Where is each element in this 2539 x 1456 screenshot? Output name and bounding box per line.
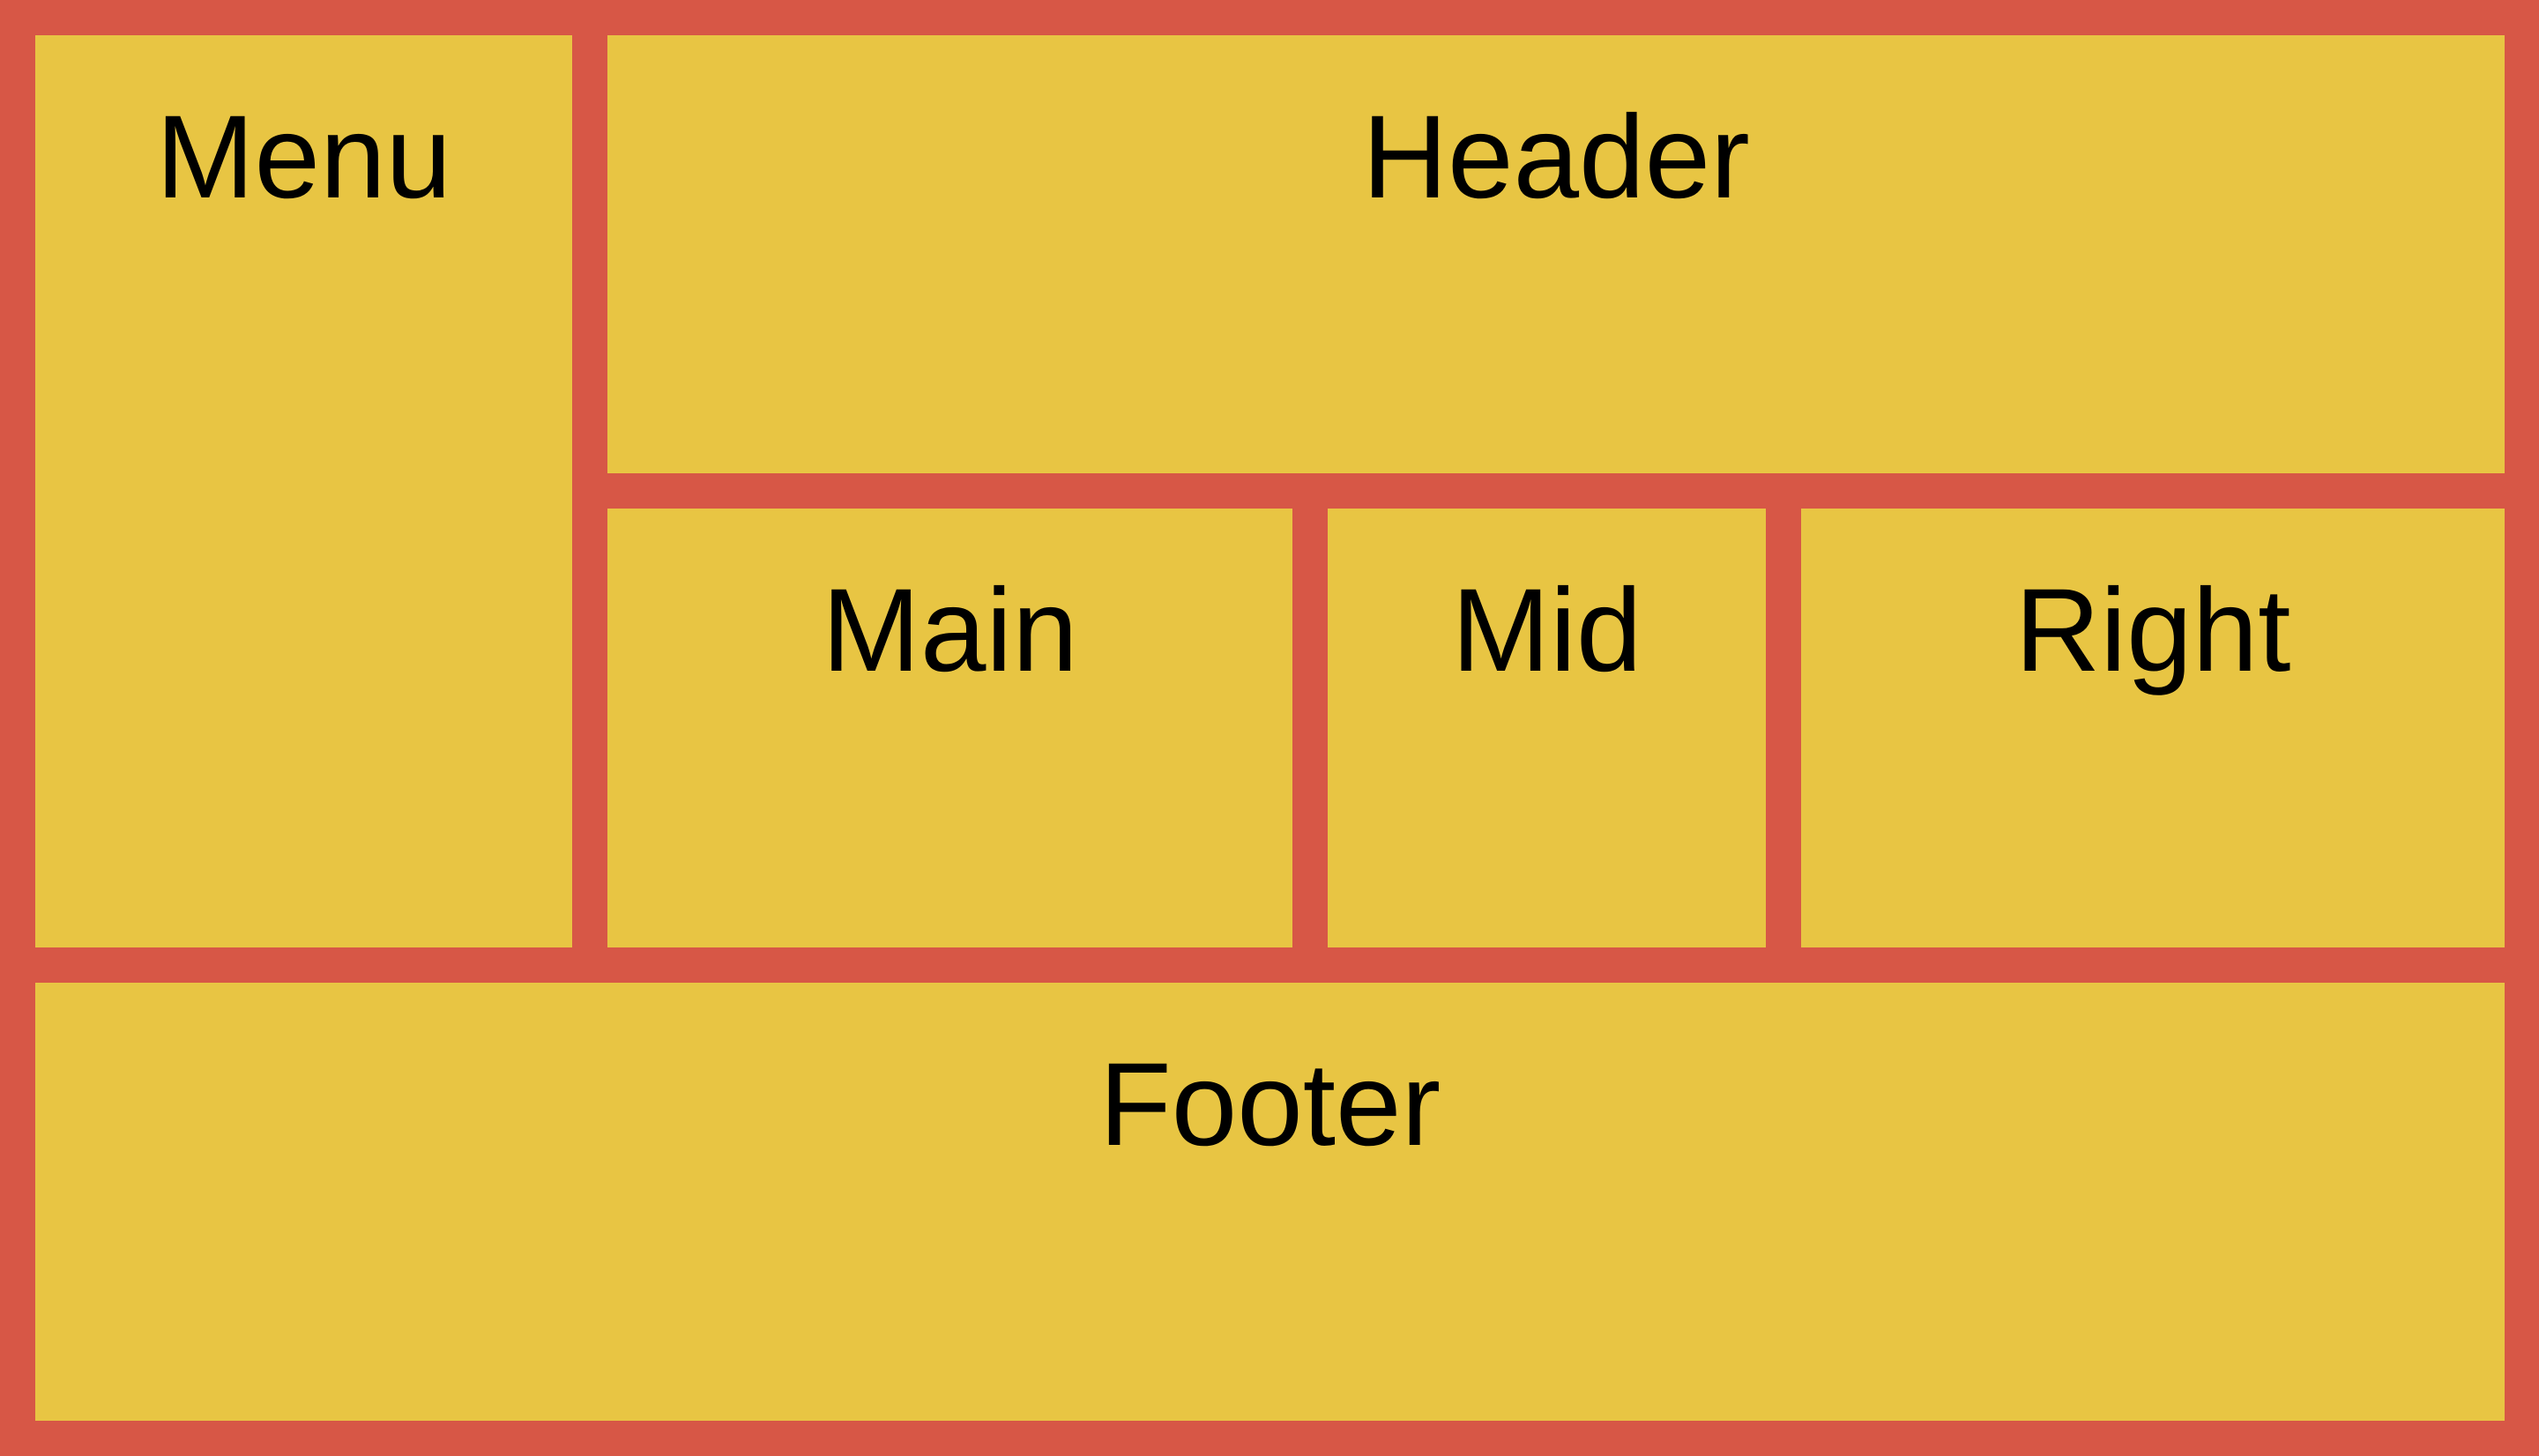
mid-panel: Mid (1328, 509, 1766, 947)
menu-panel: Menu (35, 35, 572, 947)
footer-panel: Footer (35, 983, 2505, 1421)
main-panel: Main (607, 509, 1292, 947)
main-label: Main (822, 565, 1078, 696)
mid-label: Mid (1451, 565, 1642, 696)
menu-label: Menu (155, 92, 452, 223)
footer-label: Footer (1098, 1039, 1441, 1170)
header-panel: Header (607, 35, 2505, 473)
right-label: Right (2014, 565, 2291, 696)
header-label: Header (1362, 92, 1750, 223)
right-panel: Right (1801, 509, 2505, 947)
